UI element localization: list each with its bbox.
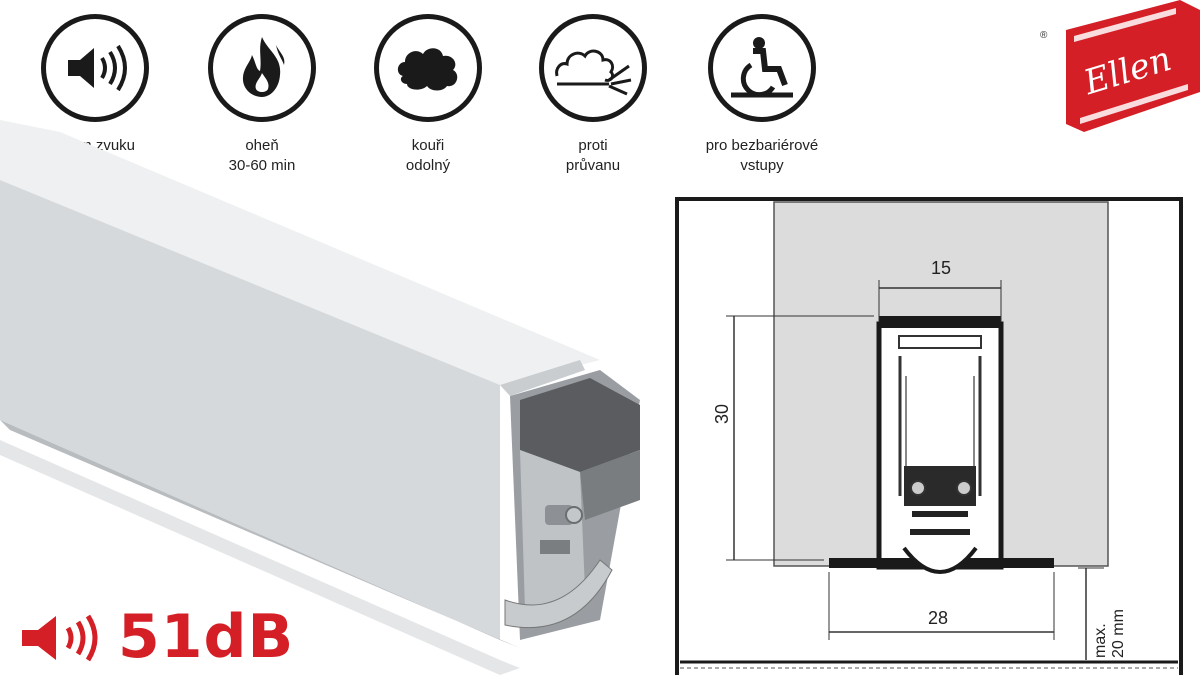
dimension-width-top: 15 bbox=[931, 258, 952, 278]
brand-logo: Ellen ® bbox=[1040, 0, 1200, 132]
smoke-icon bbox=[374, 14, 482, 122]
dimension-gap-line2: 20 mm bbox=[1110, 609, 1127, 658]
draught-icon bbox=[539, 14, 647, 122]
registered-mark: ® bbox=[1040, 30, 1048, 41]
sound-rating: 51dB bbox=[118, 602, 295, 672]
dimension-height: 30 bbox=[712, 403, 732, 424]
wheelchair-icon bbox=[708, 14, 816, 122]
fire-icon bbox=[208, 14, 316, 122]
dimension-gap-max: max. 20 mm bbox=[1092, 558, 1128, 658]
speaker-icon bbox=[41, 14, 149, 122]
cross-section-diagram: 15 30 28 max. 20 mm bbox=[674, 196, 1184, 680]
dimension-width-bottom: 28 bbox=[928, 608, 949, 628]
product-image bbox=[0, 120, 660, 675]
badge-speaker-icon bbox=[18, 610, 118, 671]
dimension-gap-line1: max. bbox=[1092, 623, 1109, 658]
